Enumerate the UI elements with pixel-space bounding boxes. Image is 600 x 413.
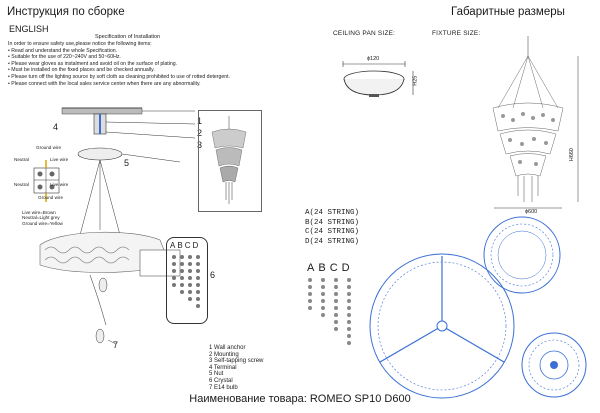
ceiling-pan-diagram <box>342 61 414 97</box>
string-a: A(24 STRING) <box>305 209 360 217</box>
wire-legend-ground: Ground wire=Yellow <box>22 220 63 226</box>
spec-line: • Please wear gloves as instalment and a… <box>8 60 178 67</box>
assembly-diagram <box>39 107 196 345</box>
wire-legend-live: Live wire=Brown <box>22 210 56 215</box>
neutral-label: Neutral <box>14 157 29 162</box>
tier-ring-diagram-top <box>483 216 561 294</box>
dimensions-title: Габаритные размеры <box>451 6 565 18</box>
callout-1: 1 <box>197 116 203 126</box>
letter-d: D <box>192 241 201 250</box>
wire-legend-neutral: Neutral=Light grey <box>22 215 60 221</box>
parts-legend: 1 Wall anchor 2 Mounting 3 Self-tapping … <box>209 345 263 391</box>
fixture-size-diagram <box>492 36 579 209</box>
spec-list: In order to ensure safety use,please not… <box>8 41 308 87</box>
spec-line: • Please turn off the lighting source by… <box>8 73 231 80</box>
spec-line: • Suitable for the use of 220~240V and 5… <box>8 54 121 61</box>
legend-item: 5 Nut <box>209 371 224 378</box>
string-b: B(24 STRING) <box>305 218 360 227</box>
ceiling-pan-heading: CEILING PAN SIZE: <box>333 30 396 37</box>
crystal-detail-letters: ABCD <box>170 241 200 250</box>
legend-item: 2 Mounting <box>209 351 239 358</box>
ground-wire-label-bottom: Ground wire <box>38 195 64 200</box>
spec-line: In order to ensure safety use,please not… <box>8 41 152 47</box>
callout-4: 4 <box>53 122 59 132</box>
callout-2: 2 <box>197 128 203 138</box>
ground-wire-label-top: Ground wire <box>36 145 62 150</box>
strand-letter-c: C <box>329 262 342 274</box>
spec-line: • Must be installed on the fixed places … <box>8 67 155 74</box>
product-name-footer: Наименование товара: ROMEO SP10 D600 <box>189 393 411 405</box>
pan-height-dim: H25 <box>412 75 419 86</box>
string-c: C(24 STRING) <box>305 228 360 236</box>
callout-7: 7 <box>113 340 119 350</box>
strand-letter-d: D <box>341 262 354 274</box>
fixture-height-dim: H660 <box>568 148 575 162</box>
strand-letter-b: B <box>318 262 330 274</box>
letter-a: A <box>170 241 178 250</box>
language-label: ENGLISH <box>9 24 49 34</box>
product-thumbnail-image <box>211 116 247 204</box>
callout-3: 3 <box>197 140 203 150</box>
strand-letter-a: A <box>307 262 319 274</box>
fixture-width-dim: ɸ600 <box>525 209 538 215</box>
strand-letters: ABCD <box>307 262 354 274</box>
legend-item: 7 E14 bulb <box>209 384 238 391</box>
wire-color-legend: Live wire=Brown Neutral=Light grey Groun… <box>22 210 63 226</box>
legend-item: 4 Terminal <box>209 364 237 371</box>
letter-c: C <box>184 241 193 250</box>
spec-line: • Read and understand the whole Specific… <box>8 47 118 54</box>
legend-item: 6 Crystal <box>209 377 233 384</box>
page-title: Инструкция по сборке <box>7 6 125 18</box>
wiring-terminal-diagram <box>33 160 60 202</box>
product-thumbnail <box>198 110 262 212</box>
callout-6: 6 <box>210 270 216 280</box>
fixture-heading: FIXTURE SIZE: <box>432 30 481 37</box>
live-wire-label-2: Live wire <box>50 182 69 187</box>
live-wire-label: Live wire <box>50 157 69 162</box>
spec-line: • Please connect with the local sales se… <box>8 80 201 87</box>
crystal-strands <box>308 278 351 345</box>
spec-title: Specification of Installation <box>95 34 161 40</box>
frame-ring-diagram <box>369 253 515 399</box>
string-d: D(24 STRING) <box>305 237 360 246</box>
crystal-detail-strings <box>172 255 200 308</box>
neutral-label-2: Neutral <box>14 182 29 187</box>
string-count-list: A(24 STRING) B(24 STRING) C(24 STRING) D… <box>305 209 359 247</box>
crystal-detail-box <box>166 237 208 324</box>
legend-item: 1 Wall anchor <box>209 345 246 351</box>
callout-5: 5 <box>124 158 130 168</box>
legend-item: 3 Self-tapping screw <box>209 358 264 365</box>
tier-ring-diagram-bottom <box>521 332 587 398</box>
letter-b: B <box>177 241 185 250</box>
pan-width-dim: ɸ120 <box>367 56 380 62</box>
